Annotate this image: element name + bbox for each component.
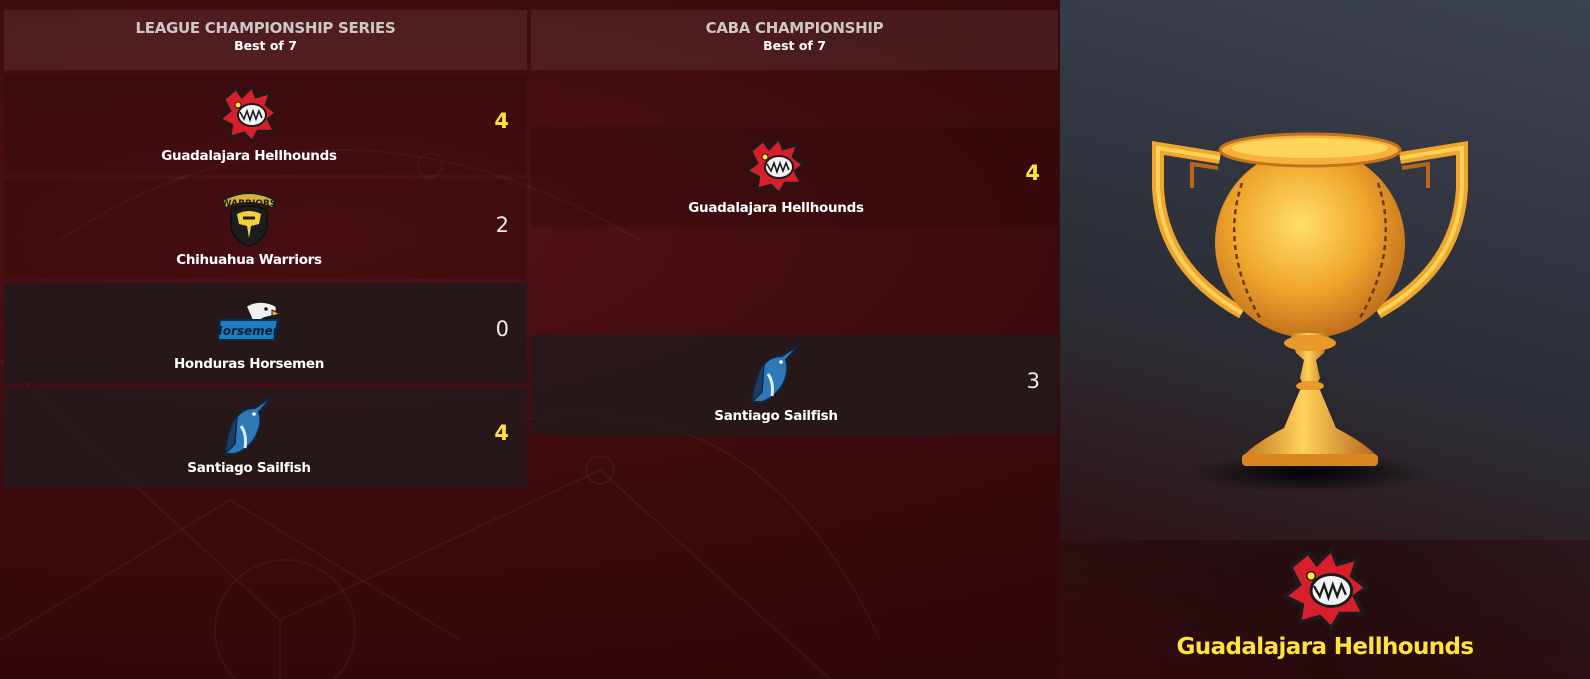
lcs-column: LEAGUE CHAMPIONSHIP SERIES Best of 7 Gua… — [4, 10, 527, 487]
caba-header: CABA CHAMPIONSHIP Best of 7 — [531, 10, 1058, 70]
team-score: 3 — [1026, 369, 1040, 393]
champion-name: Guadalajara Hellhounds — [1176, 634, 1475, 660]
caba-team-row-santiago[interactable]: Santiago Sailfish 3 — [531, 335, 1058, 435]
sailfish-icon — [4, 395, 494, 456]
team-name: Guadalajara Hellhounds — [688, 200, 864, 216]
team-score: 4 — [494, 421, 509, 445]
lcs-team-row-honduras[interactable]: Horsemen Honduras Horsemen 0 — [4, 283, 527, 383]
sailfish-icon — [531, 343, 1021, 404]
lcs-header: LEAGUE CHAMPIONSHIP SERIES Best of 7 — [4, 10, 527, 70]
team-name: Santiago Sailfish — [714, 408, 838, 424]
lcs-team-row-chihuahua[interactable]: WARRIORS Chihuahua Warriors 2 — [4, 179, 527, 279]
team-score: 2 — [495, 213, 509, 237]
team-name: Guadalajara Hellhounds — [161, 148, 337, 164]
caba-title: CABA CHAMPIONSHIP — [705, 19, 884, 37]
caba-team-row-guadalajara[interactable]: Guadalajara Hellhounds 4 — [531, 127, 1058, 227]
trophy-icon — [1152, 132, 1468, 493]
hellhound-icon — [1281, 547, 1370, 631]
warrior-helmet-icon: WARRIORS — [4, 189, 494, 248]
hellhound-icon — [531, 137, 1021, 195]
team-name: Honduras Horsemen — [173, 356, 325, 372]
svg-text:Horsemen: Horsemen — [216, 324, 281, 338]
team-score: 4 — [494, 109, 509, 133]
lcs-team-row-santiago[interactable]: Santiago Sailfish 4 — [4, 387, 527, 487]
lcs-title: LEAGUE CHAMPIONSHIP SERIES — [135, 19, 396, 37]
team-name: Chihuahua Warriors — [176, 252, 322, 268]
caba-column: CABA CHAMPIONSHIP Best of 7 Guadalajara … — [531, 10, 1058, 435]
lcs-team-row-guadalajara[interactable]: Guadalajara Hellhounds 4 — [4, 75, 527, 175]
horsemen-eagle-icon: Horsemen — [4, 293, 494, 351]
hellhound-icon — [4, 85, 494, 143]
lcs-subtitle: Best of 7 — [234, 38, 297, 53]
team-score: 4 — [1025, 161, 1040, 185]
team-score: 0 — [495, 317, 509, 341]
team-name: Santiago Sailfish — [187, 460, 311, 476]
svg-text:WARRIORS: WARRIORS — [222, 199, 277, 209]
caba-subtitle: Best of 7 — [763, 38, 826, 53]
